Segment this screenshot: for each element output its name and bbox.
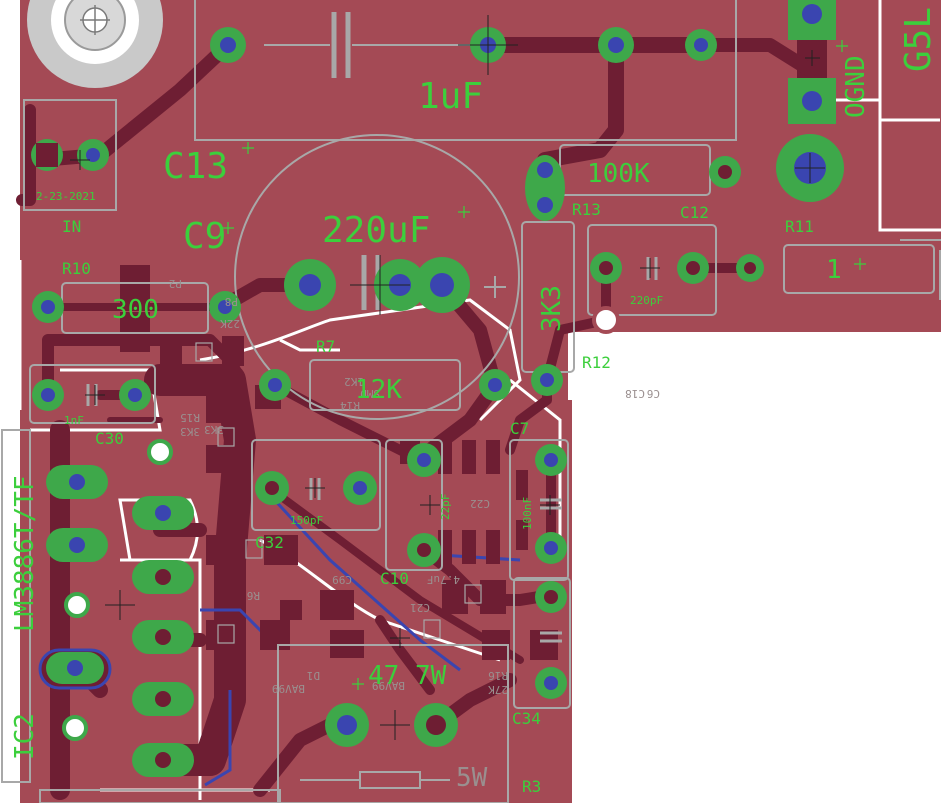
ghost-c21: C21 (410, 601, 430, 614)
label-1uf: 1uF (418, 76, 483, 117)
label-in: IN (62, 217, 81, 236)
ghost-4-7uf: 4.7uF (427, 573, 460, 586)
silkscreen-labels: 1uF C13 C9 220uF 100K R13 C12 R11 1 R10 … (10, 7, 939, 796)
label-c13: C13 (163, 146, 228, 187)
label-100nf: 100nF (521, 497, 534, 530)
ghost-bav99: BAV99 (372, 679, 405, 692)
ghost-r16-val: 27K (488, 683, 508, 696)
ghost-c18: C18 (625, 387, 645, 400)
label-ognd: OGND (841, 55, 871, 118)
label-r12: R12 (582, 353, 611, 372)
label-r10: R10 (62, 259, 91, 278)
ghost-smd: SMD (360, 387, 380, 400)
ghost-d1: D1 (307, 669, 320, 682)
label-r13: R13 (572, 200, 601, 219)
ghost-r6: R6 (247, 589, 260, 602)
label-100k: 100K (587, 159, 650, 189)
label-12k: 12K (355, 375, 402, 405)
label-1nf: 1nF (64, 414, 84, 427)
ghost-22k: 22K (220, 317, 240, 330)
label-c32: C32 (255, 533, 284, 552)
label-22pf: 22pF (439, 494, 452, 521)
mounting-hole (27, 0, 163, 88)
label-5w: 5W (456, 763, 488, 793)
ghost-c6: C6 (647, 387, 660, 400)
ghost-d1-part: BAV99 (272, 682, 305, 695)
label-220pf: 220pF (630, 294, 663, 307)
ghost-r14: R14 (340, 399, 360, 412)
ghost-3k3: 3K3 (204, 423, 224, 436)
copper-clearance (18, 0, 941, 800)
smd-silk-marks (195, 342, 482, 644)
label-150pf: 150pF (290, 514, 323, 527)
label-r11: R11 (785, 217, 814, 236)
label-r7: R7 (316, 337, 335, 356)
ghost-r16: R16 (488, 669, 508, 682)
label-c10: C10 (380, 569, 409, 588)
label-1-ohm: 1 (826, 255, 842, 285)
ghost-labels: P2 P8 22K R15 3K3 C18 SMD R14 D1 BAV99 B… (169, 277, 660, 696)
polarity-marks (222, 40, 866, 690)
label-lm3886: LM3886T/TF (10, 475, 40, 632)
label-g5l: G5L (898, 7, 939, 72)
ghost-r15: R15 (180, 411, 200, 424)
label-ic2: IC2 (10, 713, 40, 760)
label-3k3: 3K3 (537, 285, 567, 332)
origin-crosshairs (70, 15, 825, 740)
label-c9: C9 (183, 216, 226, 257)
label-c34: C34 (512, 709, 541, 728)
ghost-p8: P8 (225, 295, 238, 308)
label-47-7w: 47 7W (368, 661, 447, 691)
label-date-code: 2-23-2021 (36, 190, 96, 203)
ghost-r15-val: 3K3 (180, 425, 200, 438)
label-220uf: 220uF (322, 210, 430, 251)
label-c30: C30 (95, 429, 124, 448)
label-c7: C7 (510, 419, 529, 438)
ghost-r14-val: 1K2 (344, 375, 364, 388)
through-hole-pads (31, 0, 844, 777)
label-r3: R3 (522, 777, 541, 796)
label-300: 300 (112, 295, 159, 325)
ghost-c22: C22 (470, 497, 490, 510)
ghost-c99: C99 (332, 573, 352, 586)
ghost-p2: P2 (169, 277, 182, 290)
label-c12: C12 (680, 203, 709, 222)
